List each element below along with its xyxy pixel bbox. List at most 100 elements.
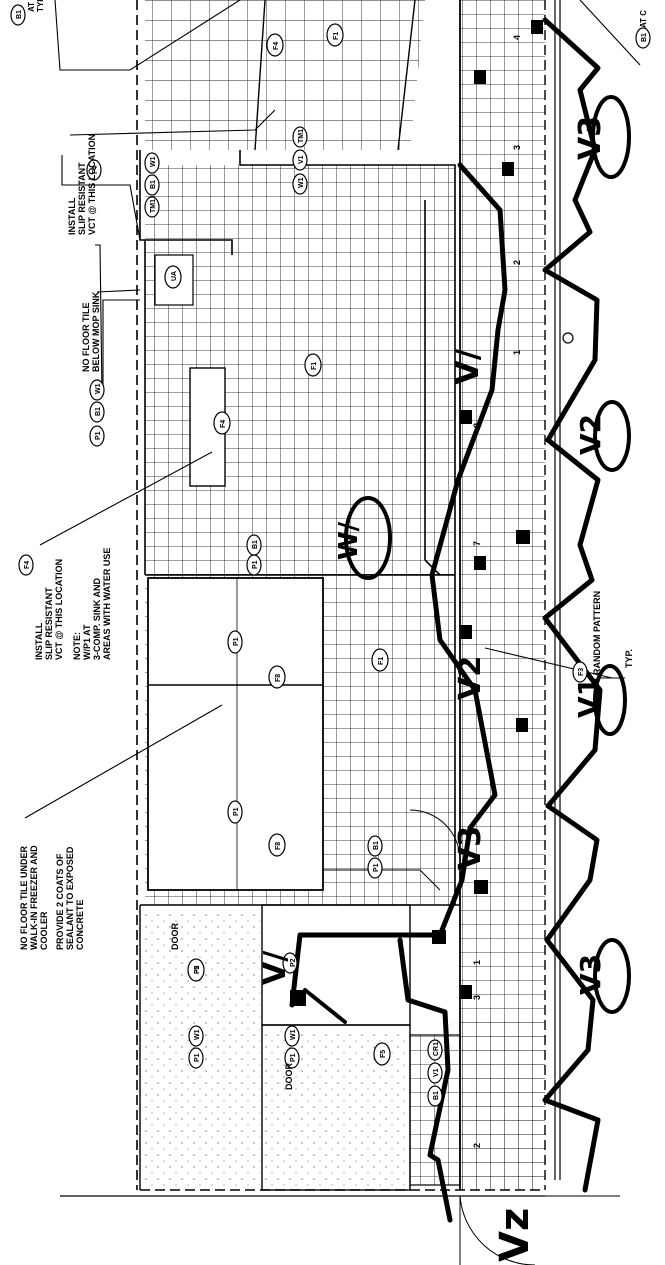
note-line: INSTALL — [34, 622, 44, 660]
tag-label: F5 — [380, 1050, 387, 1058]
tag-label: F1 — [378, 657, 385, 665]
note-line: INSTALL — [67, 197, 77, 235]
tag-label: V1 — [298, 155, 305, 164]
tag-label: P2 — [194, 965, 201, 974]
note-line: AT C — [639, 10, 648, 28]
tag-label: P1 — [95, 431, 102, 440]
handwritten-label: V/ — [258, 951, 293, 985]
counter-number: 3 — [472, 995, 482, 1000]
tag-label: W1 — [290, 1029, 297, 1040]
tag-label: B1 — [16, 10, 23, 19]
tag-bubbles — [10, 4, 651, 1107]
note-line: NO FLOOR TILE — [81, 303, 91, 373]
door-label: DOOR — [284, 1062, 294, 1090]
door-label: DOOR — [170, 922, 180, 950]
tag-label: F3 — [578, 668, 585, 676]
counter-number: 1 — [472, 960, 482, 965]
note-line: WALK-IN FREEZER AND — [29, 845, 39, 950]
tag-label: F4 — [24, 561, 31, 569]
tag-label: P1 — [194, 1053, 201, 1062]
tag-label: P1 — [233, 807, 240, 816]
note-line: W/P1 AT — [82, 624, 92, 660]
counter-number: 4 — [512, 35, 522, 40]
tag-label: W1 — [298, 177, 305, 188]
counter-number: 8 — [472, 423, 482, 428]
counter-number: 2 — [512, 260, 522, 265]
note-line: TYP. — [36, 0, 45, 12]
tag-label: V1 — [433, 1068, 440, 1077]
note-line: 3-COMP. SINK AND — [92, 577, 102, 660]
note-random-pattern: RANDOM PATTERN F3 TYP. — [578, 591, 634, 676]
note-line: SLIP RESISTANT — [77, 162, 87, 235]
handwritten-label: Vz — [492, 1208, 538, 1262]
counter-number: 7 — [472, 541, 482, 546]
markup-circles — [344, 95, 631, 1014]
note-no-tile-mop: NO FLOOR TILE BELOW MOP SINK — [81, 291, 101, 372]
note-line: RANDOM PATTERN — [592, 591, 602, 675]
tag-label: UA — [171, 271, 178, 281]
tag-label: B1 — [95, 407, 102, 416]
handwritten-label: V1 — [572, 677, 605, 718]
handwritten-labels: V3 V2 V1 V3 V/ W/ V2 V3 V/ Vz — [258, 116, 608, 1262]
tag-label: F4 — [220, 420, 227, 428]
note-no-tile-freezer: NO FLOOR TILE UNDER WALK-IN FREEZER AND … — [19, 845, 49, 950]
counter-number: 2 — [472, 1143, 482, 1148]
tag-label: W1 — [194, 1029, 201, 1040]
tag-label: F4 — [273, 42, 280, 50]
tag-label: B1 — [373, 841, 380, 850]
note-water-use: NOTE: W/P1 AT 3-COMP. SINK AND AREAS WIT… — [72, 548, 112, 660]
note-install-f4-mid: INSTALL SLIP RESISTANT VCT @ THIS LOCATI… — [24, 559, 64, 660]
tag-label: TM1 — [150, 199, 157, 213]
note-install-f4-top: INSTALL SLIP RESISTANT VCT @ THIS LOCATI… — [67, 134, 99, 235]
tag-label: P1 — [290, 1053, 297, 1062]
note-b1-at-c: B1 AT C — [639, 10, 648, 42]
note-line: COOLER — [39, 911, 49, 950]
note-line: VCT @ THIS LOCATION — [87, 134, 97, 235]
tag-label: P2 — [290, 958, 297, 967]
walk-in-freezer-cooler — [147, 577, 441, 891]
tag-label: P1 — [252, 560, 259, 569]
tag-label: F1 — [311, 362, 318, 370]
tag-labels: F4 F1 F1 F1 F4 F8 F8 P1 P1 P1 B1 W1 P1 B… — [95, 32, 440, 1100]
angled-tile-area — [145, 0, 425, 150]
note-line: PROVIDE 2 COATS OF — [55, 853, 65, 950]
handwritten-label: W/ — [334, 521, 364, 560]
tag-label: B1 — [641, 33, 648, 42]
handwritten-label: V3 — [453, 826, 488, 870]
note-line: NO FLOOR TILE UNDER — [19, 846, 29, 950]
handwritten-label: V3 — [574, 954, 607, 995]
tag-label: P1 — [373, 863, 380, 872]
tag-label: F1 — [333, 32, 340, 40]
counter-strip — [290, 0, 545, 1190]
door-swings — [409, 809, 535, 1265]
floor-drain — [562, 332, 574, 344]
tag-label: B1 — [433, 1091, 440, 1100]
tag-label: TM1 — [298, 129, 305, 143]
tag-label: W1 — [150, 156, 157, 167]
tag-label: F4 — [92, 166, 99, 174]
note-line: CONCRETE — [75, 899, 85, 950]
tag-label: F5 — [194, 966, 201, 974]
leader-lines — [24, 0, 641, 819]
tag-label: F8 — [275, 674, 282, 682]
tag-label: P1 — [233, 637, 240, 646]
note-line: AT — [27, 2, 36, 12]
tag-label: F8 — [275, 842, 282, 850]
counter-number: 3 — [512, 145, 522, 150]
counter-number: 1 — [512, 350, 522, 355]
handwritten-label: V2 — [574, 414, 607, 455]
note-line: SLIP RESISTANT — [44, 587, 54, 660]
note-line: BELOW MOP SINK — [91, 291, 101, 372]
note-line: AREAS WITH WATER USE — [102, 548, 112, 660]
note-line: NOTE: — [72, 632, 82, 660]
tag-label: B1 — [150, 180, 157, 189]
handwritten-label: V/ — [448, 348, 486, 385]
note-line: TYP. — [624, 649, 634, 668]
tag-label: CR1 — [433, 1042, 440, 1056]
tag-label: B1 — [252, 540, 259, 549]
handwritten-label: V3 — [573, 116, 608, 160]
door-labels: DOOR P2 DOOR P2 — [170, 922, 297, 1090]
counter-numbers: 4 3 2 1 8 7 3 1 2 — [472, 35, 522, 1148]
note-line: VCT @ THIS LOCATION — [54, 559, 64, 660]
